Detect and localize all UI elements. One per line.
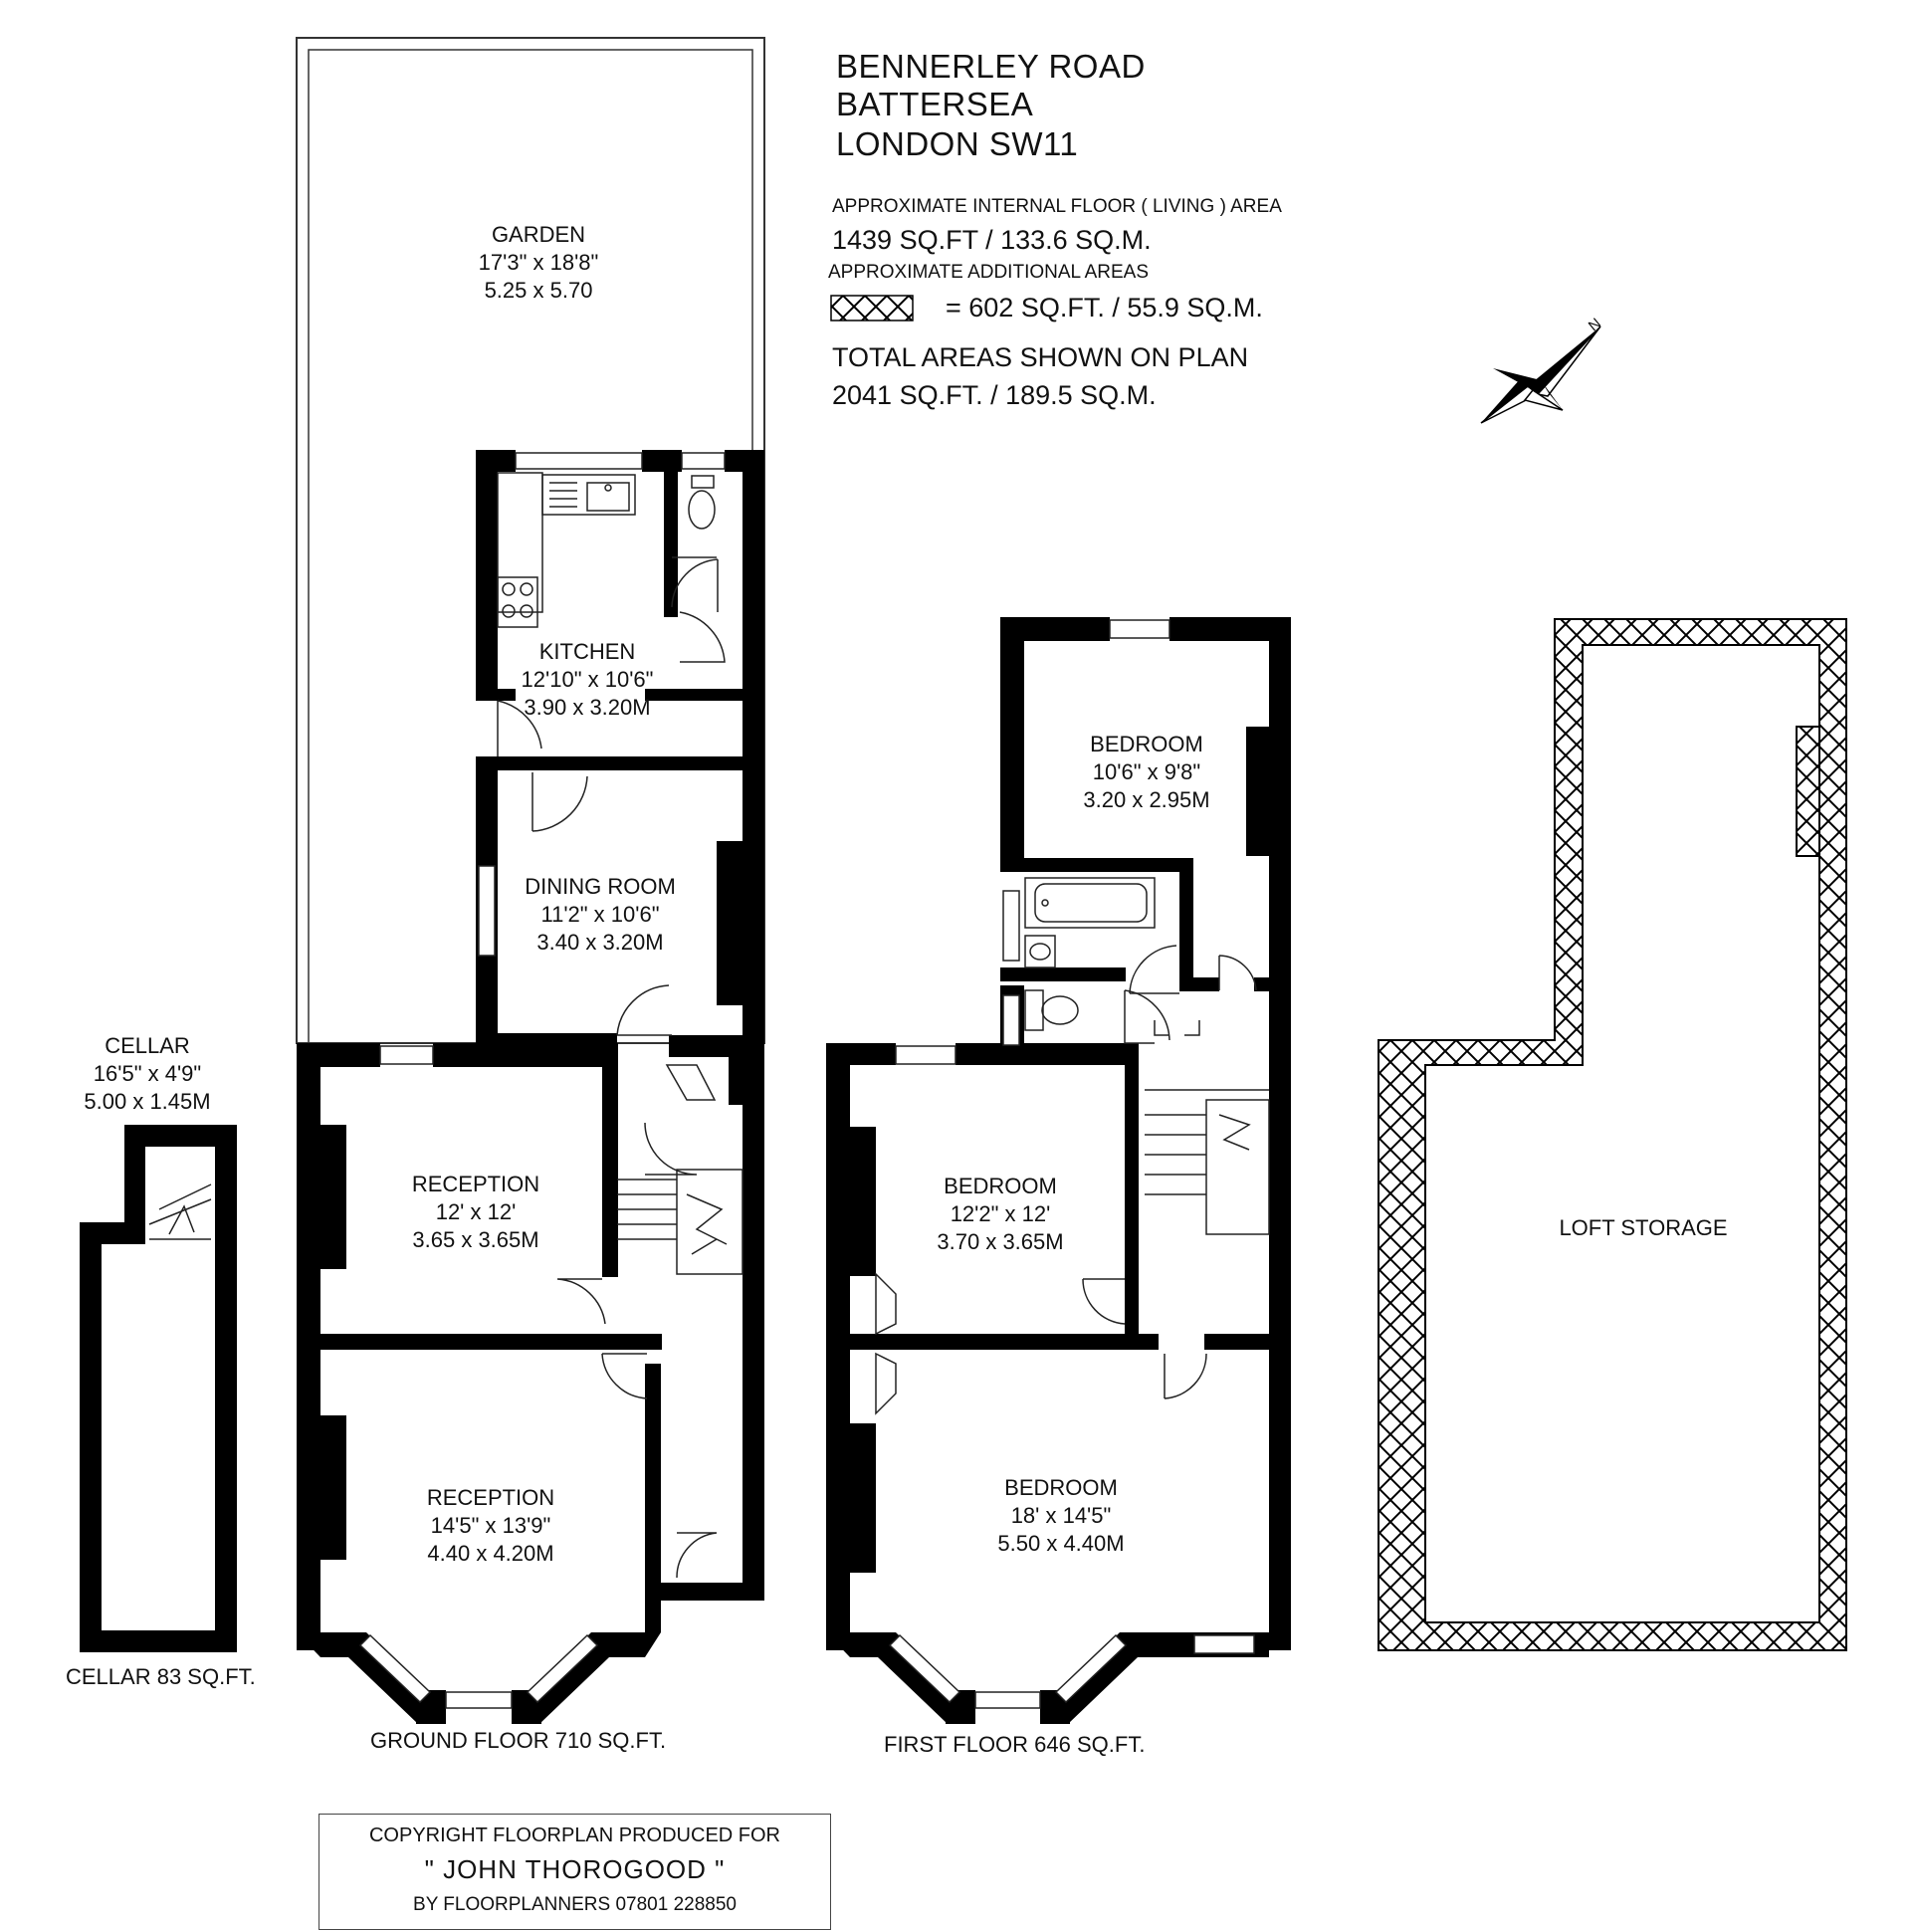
bathroom-fittings (1024, 877, 1200, 1036)
additional-area-label: APPROXIMATE ADDITIONAL AREAS (828, 262, 1150, 283)
additional-area-swatch (830, 295, 914, 322)
floor-total-cellar: CELLAR 83 SQ.FT. (66, 1664, 256, 1689)
room-imperial: 18' x 14'5" (1010, 1503, 1112, 1528)
room-imperial: 12'10" x 10'6" (521, 667, 654, 692)
room-name: KITCHEN (538, 639, 636, 664)
total-area-value: 2041 SQ.FT. / 189.5 SQ.M. (832, 380, 1157, 410)
first-floor-windows (888, 619, 1255, 1709)
room-imperial: 10'6" x 9'8" (1092, 759, 1201, 784)
loft-outline (1378, 618, 1847, 1651)
room-metric: 3.90 x 3.20M (524, 695, 651, 720)
first-floor-doors (875, 945, 1257, 1415)
copyright-client: " JOHN THOROGOOD " (424, 1854, 726, 1884)
copyright-line-3: BY FLOORPLANNERS 07801 228850 (413, 1894, 737, 1915)
room-dining: DINING ROOM 11'2" x 10'6" 3.40 x 3.20M (525, 873, 676, 957)
room-name: RECEPTION (426, 1485, 555, 1510)
ground-floor-windows (358, 452, 726, 1709)
room-imperial: 11'2" x 10'6" (540, 902, 660, 927)
room-imperial: 12'2" x 12' (950, 1201, 1051, 1226)
copyright-box: COPYRIGHT FLOORPLAN PRODUCED FOR " JOHN … (318, 1814, 831, 1930)
cellar-stairs (148, 1183, 212, 1240)
room-name: CELLAR (105, 1033, 190, 1058)
compass-icon (1480, 325, 1601, 424)
room-loft-storage: LOFT STORAGE (1559, 1214, 1727, 1242)
room-name: RECEPTION (411, 1172, 540, 1196)
room-metric: 3.65 x 3.65M (412, 1227, 539, 1252)
room-name: DINING ROOM (525, 874, 676, 899)
room-metric: 5.50 x 4.40M (997, 1531, 1125, 1556)
room-name: BEDROOM (944, 1174, 1057, 1198)
address-line-1: BENNERLEY ROAD (836, 48, 1146, 85)
room-metric: 5.25 x 5.70 (484, 278, 593, 303)
living-area-value: 1439 SQ.FT / 133.6 SQ.M. (832, 225, 1152, 255)
room-imperial: 17'3" x 18'8" (478, 250, 599, 275)
additional-area-value: = 602 SQ.FT. / 55.9 SQ.M. (946, 293, 1263, 322)
room-reception-1: RECEPTION 12' x 12' 3.65 x 3.65M (412, 1171, 539, 1254)
first-floor-walls (826, 617, 1291, 1724)
room-imperial: 12' x 12' (435, 1199, 517, 1224)
room-kitchen: KITCHEN 12'10" x 10'6" 3.90 x 3.20M (522, 638, 654, 722)
ground-floor-doors (497, 556, 726, 1579)
room-imperial: 14'5" x 13'9" (430, 1513, 551, 1538)
room-metric: 5.00 x 1.45M (84, 1089, 211, 1114)
first-floor-stairs (1145, 1089, 1270, 1235)
room-name: BEDROOM (1004, 1475, 1118, 1500)
address-line-3: LONDON SW11 (836, 125, 1079, 162)
total-area-label: TOTAL AREAS SHOWN ON PLAN (832, 342, 1249, 372)
copyright-line-1: COPYRIGHT FLOORPLAN PRODUCED FOR (368, 1825, 781, 1846)
ground-floor-stairs (617, 1064, 743, 1275)
room-bedroom-3: BEDROOM 18' x 14'5" 5.50 x 4.40M (997, 1474, 1124, 1558)
room-metric: 3.40 x 3.20M (536, 930, 664, 955)
kitchen-fittings (497, 472, 716, 628)
room-name: BEDROOM (1090, 732, 1203, 756)
room-imperial: 16'5" x 4'9" (93, 1061, 202, 1086)
floor-total-ground: GROUND FLOOR 710 SQ.FT. (370, 1728, 667, 1753)
room-bedroom-2: BEDROOM 12'2" x 12' 3.70 x 3.65M (937, 1173, 1063, 1256)
address-line-2: BATTERSEA (836, 86, 1034, 122)
living-area-label: APPROXIMATE INTERNAL FLOOR ( LIVING ) AR… (832, 196, 1282, 217)
cellar-walls (80, 1125, 237, 1652)
room-name: GARDEN (491, 222, 586, 247)
room-metric: 4.40 x 4.20M (427, 1541, 554, 1566)
room-bedroom-1: BEDROOM 10'6" x 9'8" 3.20 x 2.95M (1083, 731, 1209, 814)
room-reception-2: RECEPTION 14'5" x 13'9" 4.40 x 4.20M (427, 1484, 554, 1568)
room-metric: 3.20 x 2.95M (1083, 787, 1210, 812)
room-metric: 3.70 x 3.65M (937, 1229, 1064, 1254)
room-name: LOFT STORAGE (1559, 1215, 1728, 1240)
room-garden: GARDEN 17'3" x 18'8" 5.25 x 5.70 (479, 221, 599, 305)
ground-floor-walls (297, 450, 764, 1724)
room-cellar: CELLAR 16'5" x 4'9" 5.00 x 1.45M (84, 1032, 210, 1116)
floor-total-first: FIRST FLOOR 646 SQ.FT. (884, 1732, 1146, 1757)
